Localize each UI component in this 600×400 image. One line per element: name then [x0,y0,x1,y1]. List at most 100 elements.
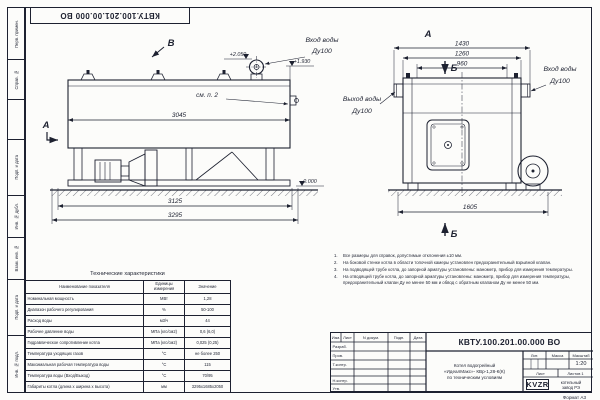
margin-box: Инв. № дубл. [8,196,24,238]
role-nkontr: Н.контр. [332,377,348,383]
title-block: Изм. Лист N докум. Подп. Дата Разраб. Пр… [330,332,593,393]
cell-name: Габариты котла (длина х ширина х высота) [25,381,144,393]
tech-table: Наименование показателя Единицы измерени… [25,280,231,393]
margin-label: Перв. примен. [13,19,19,48]
note-item: 2. На боковой стенке котла в области топо… [334,260,591,266]
sheet-label: Лист [536,370,545,376]
note-number: 2. [334,260,338,266]
cell-units: °С [143,348,185,360]
cell-name: Температура воды (Вход/Выход) [25,370,144,382]
role-prov: Пров. [332,353,344,358]
section-marker-b-bottom: Б [451,229,458,240]
cell-value: 115 [184,359,231,371]
margin-box: Инв. № подл. [8,336,24,392]
cell-name: Диапазон рабочего регулирования [25,304,144,316]
cell-name: Максимальная рабочая температура воды [25,359,144,371]
margin-box: Подп. и дата [8,140,24,196]
col-date: Дата [413,335,423,340]
role-razrab: Разраб. [332,344,347,349]
inlet-right-label-line2: Ду100 [549,78,570,85]
side-view-dimensions [46,46,324,224]
table-row: Габариты котла (длина х ширина х высота)… [25,381,231,393]
front-view-label-a: А [424,29,432,40]
cell-name: Расход воды [25,315,144,327]
cell-units: МВт [143,293,185,305]
product-title-line2: «ИдеалМакс»- КВр-1,28-К(К) [443,369,506,375]
lit-label: Лит. [530,352,539,358]
margin-label: Инв. № подл. [13,350,19,378]
front-view-dimensions [264,46,549,236]
cell-units: МПа (кгс/см2) [143,337,185,349]
inlet-right-label-line1: Вход воды [544,65,577,73]
elevation-zero: 0.000 [303,179,317,185]
view-marker-a: А [42,120,50,131]
dim-1430: 1430 [455,41,470,48]
note-text: На подводящей трубе котла, до запорной а… [343,267,573,273]
cell-units: % [143,304,185,316]
col-doc: N докум. [362,335,380,340]
margin-box-empty [8,100,24,140]
left-margin-column: Перв. примен. Справ. № Подп. и дата Инв.… [7,7,25,393]
outlet-label-line2: Ду100 [351,108,372,115]
margin-box: Подп. и дата [8,280,24,336]
cell-value: 1,28 [184,293,231,305]
cell-units: °С [143,359,185,371]
product-title-line1: Котел водогрейный [453,363,496,369]
margin-label: Инв. № дубл. [13,203,19,230]
table-row: Диапазон рабочего регулирования%50-100 [25,304,231,316]
cell-value: не более 250 [184,348,231,360]
note-text: На отводящей трубе котла, до запорной ар… [343,274,571,285]
elevation-mid: +1.930 [294,59,311,65]
note-number: 1. [334,253,338,258]
role-utv: Утв. [332,386,341,391]
note-number: 4. [334,274,338,280]
sheets-label: Листов 1 [567,370,584,376]
company-name-line1: котельный [560,379,582,385]
outlet-label-line1: Выход воды [343,95,381,103]
format-note: Формат А3 [562,395,586,400]
company-logo: KVZR [526,379,549,390]
dim-960: 960 [457,61,468,68]
tech-table-header-row: Наименование показателя Единицы измерени… [25,280,231,294]
title-block-grid [331,333,593,393]
margin-label: Взам. инв. № [13,245,19,272]
note-text: Все размеры для справок, допустимые откл… [343,253,463,258]
inverted-doc-number-stamp: КВТУ.100.201.00.000 ВО [30,7,190,24]
cell-value: 44 [184,315,231,327]
dim-3125: 3125 [168,198,183,205]
dim-3295: 3295 [168,212,183,219]
side-view-linework [50,56,318,196]
inlet-top-label-line2: Ду100 [311,48,332,55]
company-name-line2: завод РЭ [561,385,581,390]
margin-label: Подп. и дата [13,295,19,320]
tech-header-value: Значение [184,280,231,294]
col-izm: Изм. [331,335,341,340]
dim-1260: 1260 [455,51,470,58]
tech-characteristics: Технические характеристики Наименование … [25,268,231,393]
margin-label: Справ. № [13,69,19,90]
doc-number: КВТУ.100.201.00.000 ВО [458,337,561,347]
cell-units: м3/ч [143,315,185,327]
dim-3045: 3045 [172,112,187,119]
elevation-top: +2.050 [230,52,247,58]
scale-label: Масштаб [572,352,590,358]
view-marker-v: В [168,38,175,49]
front-view-linework [388,72,562,196]
margin-box: Справ. № [8,60,24,100]
cell-name: Температура уходящих газов [25,348,144,360]
product-title-line3: по техническим условиям [447,374,502,380]
note-item: 1. Все размеры для справок, допустимые от… [334,253,591,259]
cell-value: 3295х1685х2050 [184,381,231,393]
cell-units: МПа (кгс/см2) [143,326,185,338]
tech-header-name: Наименование показателя [25,280,144,294]
cell-name: Номинальная мощность [25,293,144,305]
cell-value: 70/95 [184,370,231,382]
note-text: На боковой стенке котла в области топочн… [343,260,552,266]
role-tkontr: Т.контр. [332,362,348,367]
